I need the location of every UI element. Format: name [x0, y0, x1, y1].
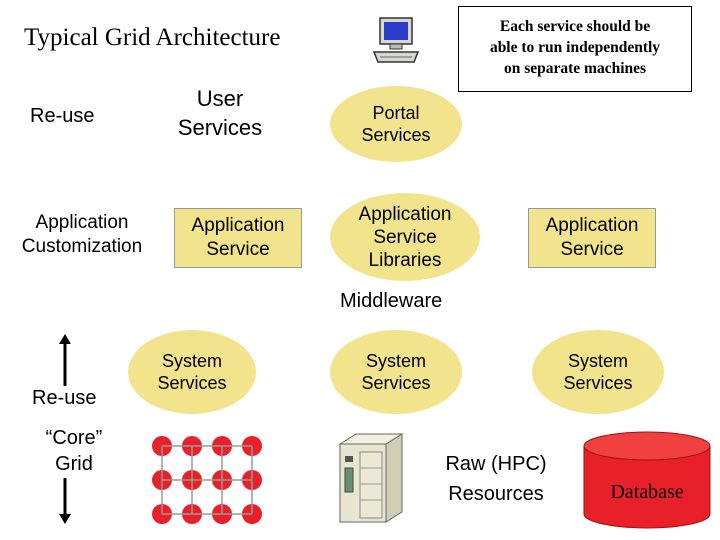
label-line: Application	[545, 215, 639, 236]
page-title: Typical Grid Architecture	[24, 24, 281, 51]
computer-terminal-icon	[372, 17, 420, 63]
system-services-oval-2: System Services	[330, 330, 462, 414]
label-line: Services	[177, 115, 263, 140]
label-line: Customization	[21, 236, 143, 257]
application-service-box-left: Application Service	[174, 208, 302, 268]
grid-nodes-icon	[152, 436, 262, 524]
label-line: System	[365, 351, 426, 371]
label-line: Service	[560, 239, 624, 260]
label-line: Application	[358, 203, 452, 225]
up-arrow-icon	[59, 334, 71, 386]
portal-services-oval: Portal Services	[330, 86, 462, 162]
note-line: on separate machines	[503, 60, 647, 77]
label-line: Application	[191, 215, 285, 236]
reuse-label-top: Re-use	[30, 105, 95, 127]
database-cylinder-icon: Database	[583, 431, 711, 529]
label-line: Services	[563, 373, 633, 393]
label-line: User	[196, 86, 244, 111]
system-services-oval-3: System Services	[532, 330, 664, 414]
label-line: Libraries	[368, 249, 442, 271]
label-line: Services	[157, 373, 227, 393]
core-grid-label: “Core” Grid	[28, 425, 120, 477]
user-services-label: User Services	[160, 84, 280, 142]
label-line: System	[567, 351, 628, 371]
down-arrow-icon	[59, 478, 71, 524]
reuse-label-bottom: Re-use	[32, 387, 97, 409]
database-label: Database	[610, 481, 683, 503]
note-line: able to run independently	[489, 39, 661, 56]
label-line: Raw (HPC)	[445, 453, 547, 475]
application-service-libraries-oval: Application Service Libraries	[330, 193, 480, 281]
label-line: Services	[361, 373, 431, 393]
label-line: System	[161, 351, 222, 371]
system-services-oval-1: System Services	[128, 330, 256, 414]
label-line: “Core”	[45, 427, 103, 449]
application-service-box-right: Application Service	[528, 208, 656, 268]
middleware-label: Middleware	[340, 290, 443, 312]
note-line: Each service should be	[499, 18, 651, 35]
label-line: Application	[35, 212, 129, 233]
application-customization-label: Application Customization	[8, 211, 156, 259]
label-line: Portal	[372, 103, 420, 123]
label-line: Resources	[448, 483, 544, 505]
label-line: Service	[373, 226, 437, 248]
label-line: Services	[361, 125, 431, 145]
server-cabinet-icon	[338, 433, 404, 523]
label-line: Service	[206, 239, 270, 260]
raw-hpc-resources-label: Raw (HPC) Resources	[428, 449, 564, 509]
independence-note: Each service should be able to run indep…	[458, 6, 692, 92]
label-line: Grid	[55, 453, 93, 475]
